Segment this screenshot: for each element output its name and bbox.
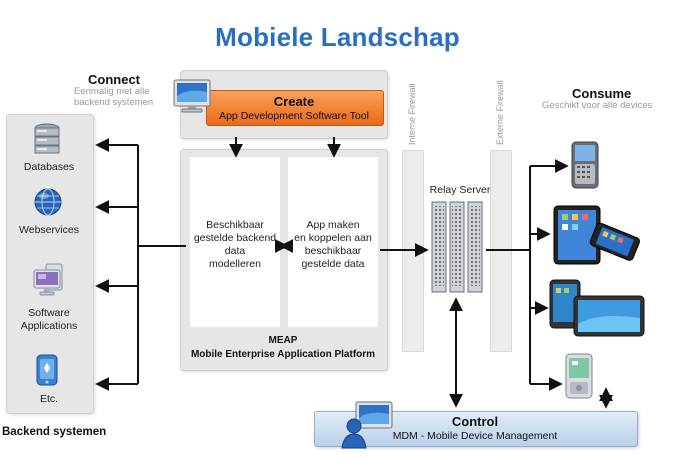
database-icon [32, 122, 62, 156]
backend-item-webservices: Webservices [19, 224, 79, 236]
connect-subtitle-1: Eenmalig met alle [74, 86, 150, 97]
control-heading: Control [451, 414, 499, 429]
meap-left-column [190, 157, 280, 327]
meap-left-line-4: modelleren [209, 258, 261, 270]
pda-icon [564, 352, 594, 400]
backend-item-databases: Databases [23, 161, 75, 173]
connect-subtitle-2: backend systemen [74, 97, 154, 108]
meap-left-line-2: gestelde backend [193, 232, 277, 244]
android-tablet-icon [548, 276, 648, 338]
blackberry-icon [570, 140, 600, 190]
connect-heading: Connect [88, 72, 140, 87]
backend-item-software-2: Applications [20, 320, 78, 332]
create-bar [206, 90, 384, 126]
relay-server-icon [430, 200, 484, 294]
control-subtitle: MDM - Mobile Device Management [392, 430, 558, 442]
monitor-icon [172, 78, 214, 114]
meap-left-line-1: Beschikbaar [206, 219, 264, 231]
globe-icon [34, 188, 62, 216]
desktop-icon [32, 262, 66, 298]
backend-item-etc: Etc. [39, 393, 59, 405]
meap-right-line-2: en koppelen aan [294, 232, 372, 244]
meap-right-column [288, 157, 378, 327]
consume-heading: Consume [572, 86, 632, 101]
admin-user-icon [340, 400, 396, 450]
meap-label: MEAP [268, 335, 298, 346]
tablet-phone-icon [552, 204, 652, 266]
meap-right-line-3: beschikbaar [304, 245, 362, 257]
create-heading: Create [273, 94, 315, 109]
backend-footer: Backend systemen [2, 426, 107, 438]
mobile-app-icon [36, 354, 58, 386]
meap-left-line-3: data [224, 245, 246, 257]
relay-server-label: Relay Server [429, 184, 491, 196]
meap-right-line-1: App maken [306, 219, 360, 231]
create-subtitle: App Development Software Tool [219, 110, 369, 122]
page-title: Mobiele Landschap [215, 22, 460, 52]
meap-right-line-4: gestelde data [301, 258, 365, 270]
meap-full-name: Mobile Enterprise Application Platform [190, 349, 376, 360]
backend-item-software-1: Software [28, 307, 70, 319]
consume-subtitle: Geschikt voor alle devices [542, 100, 653, 111]
